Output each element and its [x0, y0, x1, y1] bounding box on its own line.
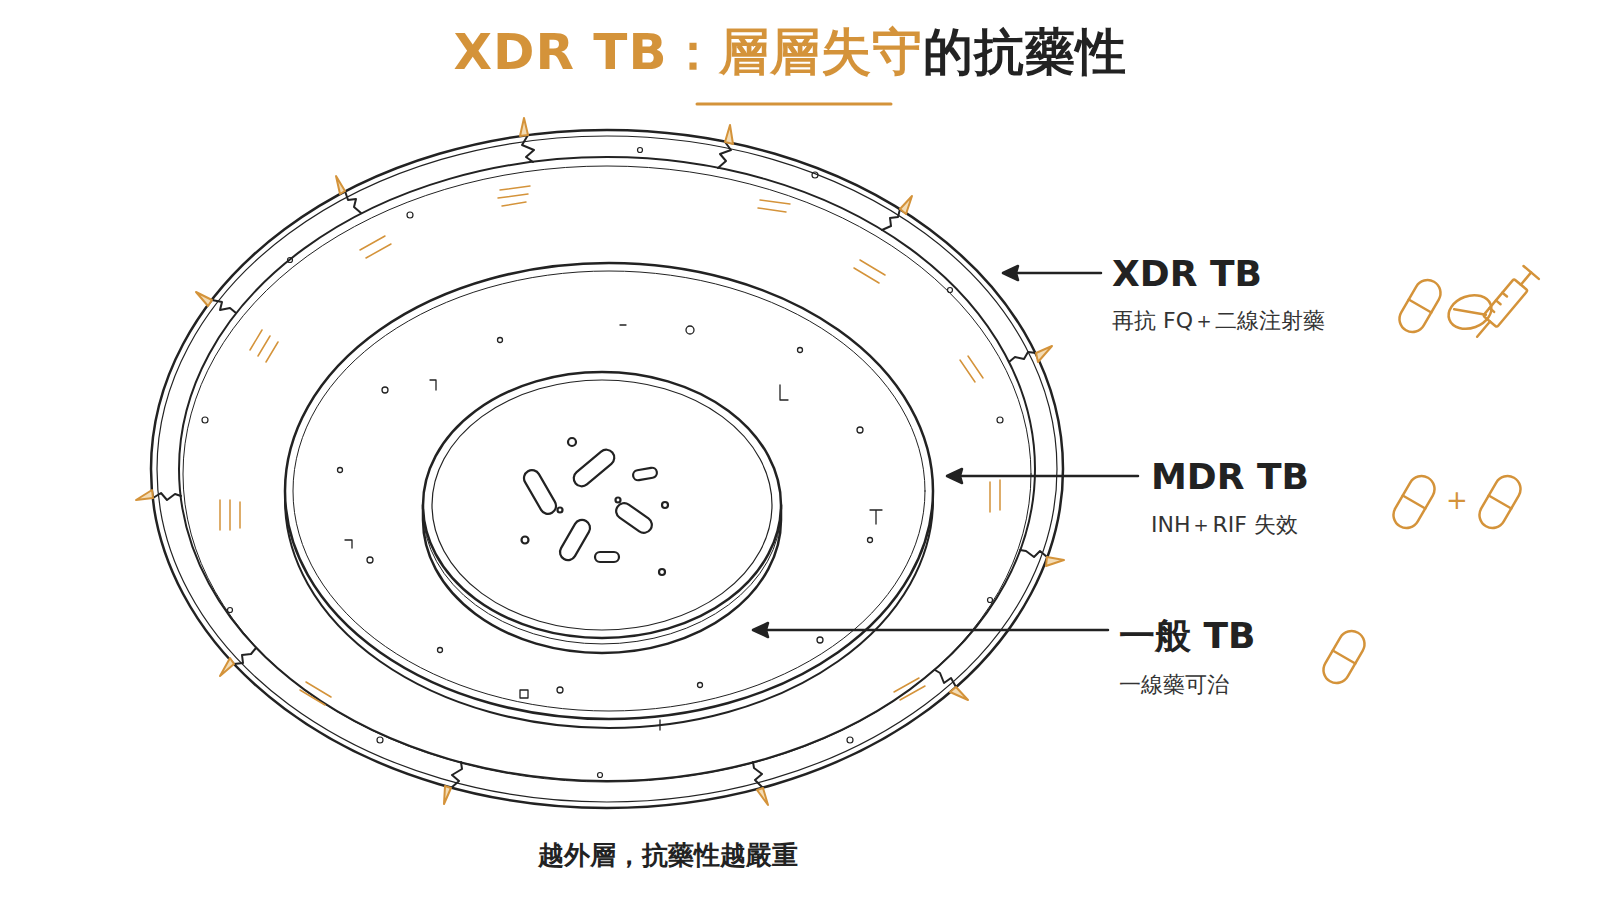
tb-bacteria: [521, 438, 668, 575]
middle-ring: [285, 263, 933, 728]
level-description: INH＋RIF 失效: [1151, 510, 1298, 540]
crack-spikes: [136, 118, 1064, 805]
diagram-title: XDR TB：層層失守的抗藥性: [453, 19, 1126, 86]
title-underline: [697, 103, 891, 106]
leader-arrows: [753, 266, 1138, 637]
drug-icons: [1319, 266, 1539, 688]
level-heading: MDR TB: [1151, 456, 1309, 497]
outer-ring: [151, 130, 1063, 808]
level-heading: 一般 TB: [1119, 612, 1256, 661]
inner-disc: [423, 372, 781, 653]
ring-cracks: [153, 135, 1047, 788]
level-description: 一線藥可治: [1119, 670, 1229, 700]
middle-ring-marks: [338, 325, 883, 730]
level-description: 再抗 FQ＋二線注射藥: [1112, 306, 1325, 336]
ring-dots: [202, 148, 1003, 778]
level-heading: XDR TB: [1112, 253, 1262, 294]
plus-sign: +: [1446, 485, 1468, 515]
diagram-caption: 越外層，抗藥性越嚴重: [538, 838, 798, 873]
